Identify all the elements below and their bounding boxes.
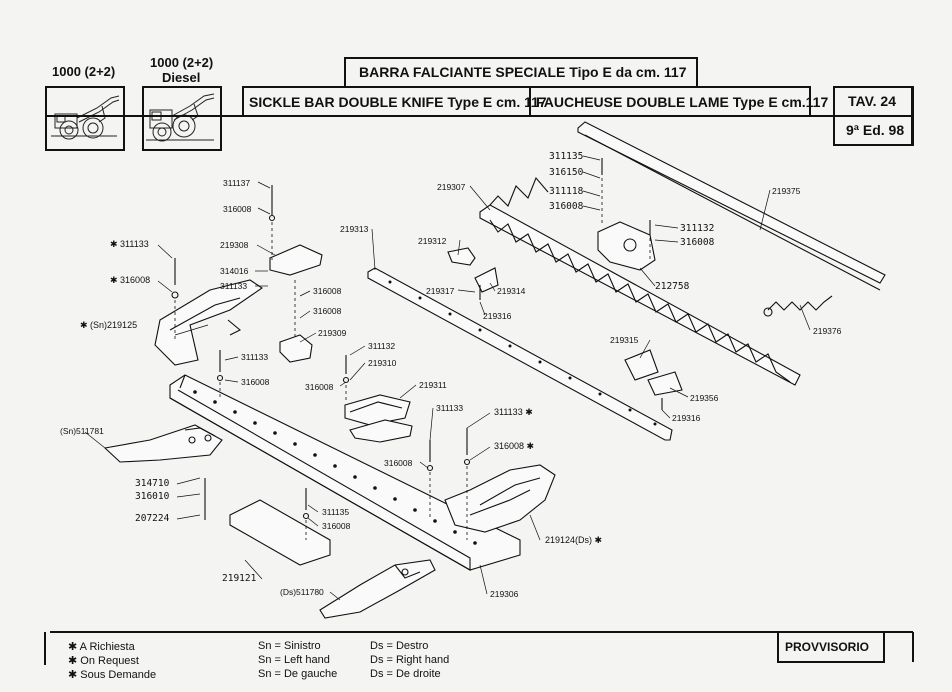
plate-219356 [647,371,683,396]
table-number: TAV. 24 [848,93,896,109]
part-label-316008-c: 316008 [313,306,342,316]
bracket-219124 [444,464,556,533]
part-label-316008-a: 316008 [223,204,252,214]
legend-sn-it: Sn = Sinistro [258,640,321,652]
legend-ds-en: Ds = Right hand [370,654,450,666]
part-label-219309: 219309 [318,328,347,338]
legend-star-en: ✱ On Request [68,655,139,667]
guard-219310 [344,394,411,426]
part-label-316008-g: 316008 [322,521,351,531]
part-label-311118-h: 311118 [549,186,584,197]
cutter-bar-219306 [169,374,521,571]
tractor-drawing-1 [51,95,120,140]
part-label-207224: 207224 [135,513,170,524]
knife-head-212758 [597,221,656,271]
legend-sn-fr: Sn = De gauche [258,668,338,680]
part-label-511781: (Sn)511781 [60,426,104,436]
part-label-212758: 212758 [655,281,690,292]
legend-ds-fr: Ds = De droite [370,668,441,680]
part-label-219311: 219311 [419,380,447,390]
part-label-316008-i: 316008 [680,237,715,248]
part-label-219376: 219376 [813,326,842,336]
part-label-316010: 316010 [135,491,170,502]
shoe-511781 [103,424,223,463]
part-label-219125: ✱ (Sn)219125 [80,320,138,330]
skid-219121 [229,499,331,566]
part-label-316008-h: 316008 [549,201,584,212]
model-label-1000: 1000 (2+2) [52,64,116,79]
part-label-316008-star: ✱ 316008 [110,275,151,285]
part-label-311132: 311132 [368,341,396,351]
part-label-311135-h: 311135 [549,151,584,162]
part-label-314710: 314710 [135,478,170,489]
part-label-311133-right: 311133 ✱ [494,407,533,417]
part-label-219306: 219306 [490,589,519,599]
model-diesel-label: Diesel [162,70,201,85]
title-italian: BARRA FALCIANTE SPECIALE Tipo E da cm. 1… [359,64,687,80]
shoe-511780 [319,559,436,619]
asterisk-icon: ✱ [68,669,81,681]
part-label-311137: 311137 [223,178,251,188]
guard-219311 [349,419,413,443]
clamp-219308 [269,244,323,276]
part-label-219307: 219307 [437,182,466,192]
tractor-image-1000 [45,86,125,151]
part-label-316008-right: 316008 ✱ [494,441,535,451]
legend-sn-en: Sn = Left hand [258,654,330,666]
plate-219315 [624,349,659,381]
model-label-1000-diesel: 1000 (2+2) [150,55,214,70]
plate-219312 [447,247,476,266]
part-label-219316-a: 219316 [483,311,512,321]
plate-219309 [279,334,313,363]
part-label-219315: 219315 [610,335,639,345]
back-bar-219375 [577,121,886,284]
status-label: PROVVISORIO [785,640,870,654]
part-label-219310: 219310 [368,358,397,368]
part-label-311135: 311135 [322,507,350,517]
part-label-316008-b: 316008 [313,286,342,296]
part-label-219314: 219314 [497,286,526,296]
spring-219376 [767,295,833,311]
legend-ds-it: Ds = Destro [370,640,429,652]
part-label-314016: 314016 [220,266,249,276]
title-english: SICKLE BAR DOUBLE KNIFE Type E cm. 117 [249,94,547,110]
part-label-316008-f: 316008 [384,458,413,468]
part-label-219121: 219121 [222,573,257,584]
part-label-219316-b: 219316 [672,413,701,423]
part-label-219124: 219124(Ds) ✱ [545,535,603,545]
legend-star-fr: ✱ Sous Demande [68,669,157,681]
part-label-219317: 219317 [426,286,455,296]
asterisk-icon: ✱ [68,641,80,653]
part-label-311132-h: 311132 [680,223,715,234]
plate-219314 [474,267,499,293]
part-label-311133-star: ✱ 311133 [110,239,149,249]
part-label-219375: 219375 [772,186,801,196]
part-label-311133-b: 311133 [241,352,269,362]
edition: 9ª Ed. 98 [846,122,905,138]
part-label-219312: 219312 [418,236,447,246]
legend-star-it: ✱ A Richiesta [68,641,135,653]
bracket-219125 [154,279,263,366]
part-label-316008-d: 316008 [241,377,270,387]
part-label-219356: 219356 [690,393,719,403]
part-label-316150-h: 316150 [549,167,584,178]
part-label-316008-e: 316008 [305,382,334,392]
title-french: FAUCHEUSE DOUBLE LAME Type E cm.117 [536,94,829,110]
asterisk-icon: ✱ [68,655,81,667]
part-label-511780: (Ds)511780 [280,587,324,597]
part-label-311133-c: 311133 [436,403,464,413]
part-label-219308: 219308 [220,240,249,250]
part-label-219313: 219313 [340,224,369,234]
knife-219307 [479,204,801,386]
part-label-311133-a: 311133 [220,281,248,291]
